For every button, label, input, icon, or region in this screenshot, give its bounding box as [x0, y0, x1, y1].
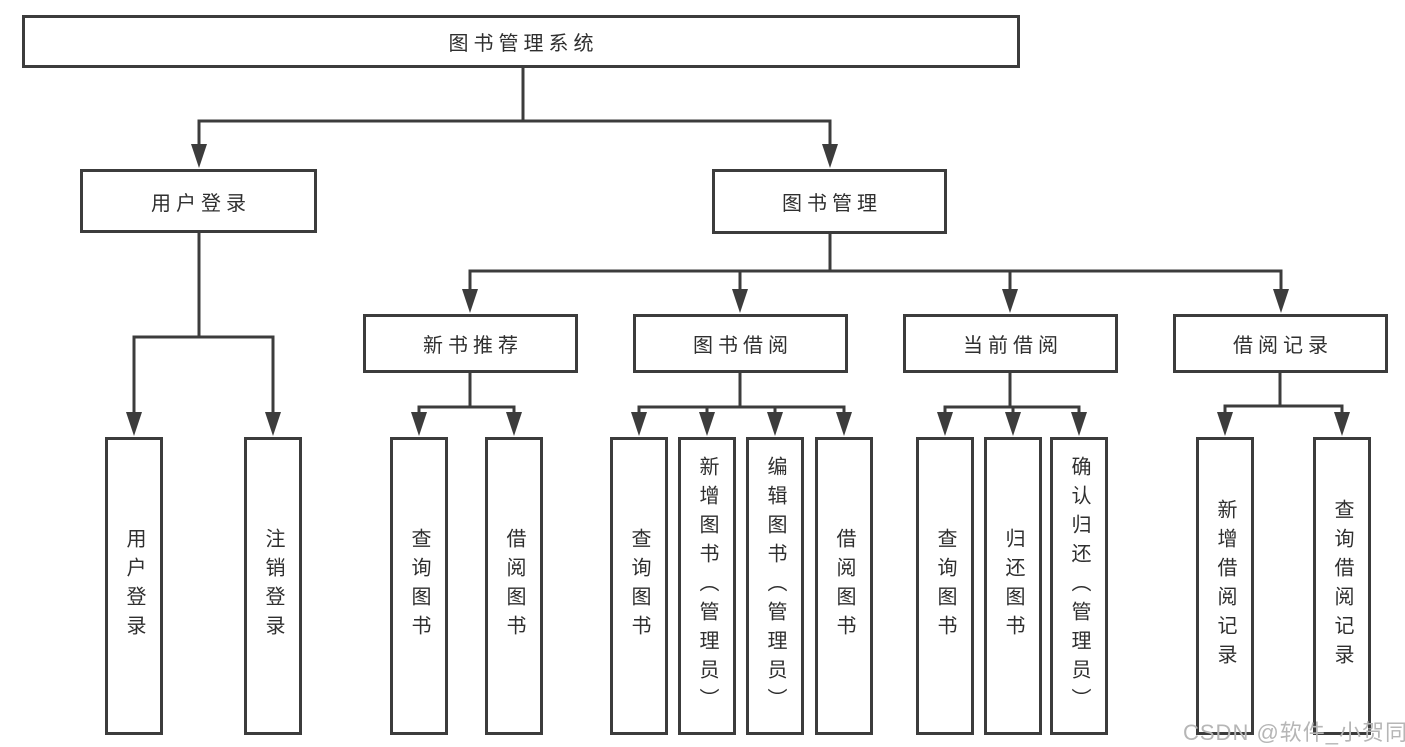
- arrowhead: [1005, 412, 1021, 436]
- leaf-user-login-label: 用户登录: [123, 528, 145, 644]
- leaf-logout: 注销登录: [244, 437, 302, 735]
- leaf-logout-label: 注销登录: [262, 528, 284, 644]
- arrowhead: [1334, 412, 1350, 436]
- arrowhead: [462, 289, 478, 313]
- arrowhead: [699, 412, 715, 436]
- arrowheads: [126, 144, 1350, 436]
- leaf-query-books-2: 查询图书: [610, 437, 668, 735]
- leaf-query-books-1: 查询图书: [390, 437, 448, 735]
- arrowhead: [1217, 412, 1233, 436]
- leaf-query-borrow-record-label: 查询借阅记录: [1331, 499, 1353, 673]
- arrowhead: [631, 412, 647, 436]
- leaf-query-books-2-label: 查询图书: [628, 528, 650, 644]
- leaf-query-borrow-record: 查询借阅记录: [1313, 437, 1371, 735]
- leaf-add-book-admin-label: 新增图书（管理员）: [696, 455, 718, 717]
- leaf-borrow-books-1-label: 借阅图书: [503, 528, 525, 644]
- leaf-return-book: 归还图书: [984, 437, 1042, 735]
- connector-book-borrow-to-leaves: [637, 373, 846, 418]
- node-root: 图书管理系统: [22, 15, 1020, 68]
- node-user-login: 用户登录: [80, 169, 317, 233]
- leaf-add-borrow-record: 新增借阅记录: [1196, 437, 1254, 735]
- connector-borrow-records-to-leaves: [1223, 373, 1344, 418]
- leaf-confirm-return-admin: 确认归还（管理员）: [1050, 437, 1108, 735]
- connector-book-mgmt-to-level3: [468, 234, 1283, 295]
- node-book-borrowing: 图书借阅: [633, 314, 848, 373]
- leaf-return-book-label: 归还图书: [1002, 528, 1024, 644]
- leaf-add-borrow-record-label: 新增借阅记录: [1214, 499, 1236, 673]
- leaf-edit-book-admin: 编辑图书（管理员）: [746, 437, 804, 735]
- arrowhead: [1273, 289, 1289, 313]
- leaf-confirm-return-admin-label: 确认归还（管理员）: [1068, 455, 1090, 717]
- arrowhead: [937, 412, 953, 436]
- leaf-add-book-admin: 新增图书（管理员）: [678, 437, 736, 735]
- arrowhead: [767, 412, 783, 436]
- arrowhead: [836, 412, 852, 436]
- leaf-query-books-3: 查询图书: [916, 437, 974, 735]
- arrowhead: [822, 144, 838, 168]
- arrowhead: [732, 289, 748, 313]
- connector-root-to-level2: [197, 68, 832, 150]
- leaf-borrow-books-2-label: 借阅图书: [833, 528, 855, 644]
- node-borrow-records: 借阅记录: [1173, 314, 1388, 373]
- leaf-edit-book-admin-label: 编辑图书（管理员）: [764, 455, 786, 717]
- connector-user-login-to-leaves: [132, 233, 275, 418]
- leaf-query-books-3-label: 查询图书: [934, 528, 956, 644]
- connector-new-books-to-leaves: [417, 373, 516, 418]
- leaf-borrow-books-2: 借阅图书: [815, 437, 873, 735]
- arrowhead: [506, 412, 522, 436]
- leaf-query-books-1-label: 查询图书: [408, 528, 430, 644]
- arrowhead: [126, 412, 142, 436]
- arrowhead: [1071, 412, 1087, 436]
- watermark-text: CSDN @软件_小贺同学: [1183, 720, 1405, 745]
- node-current-borrowing: 当前借阅: [903, 314, 1118, 373]
- node-book-management: 图书管理: [712, 169, 947, 234]
- arrowhead: [265, 412, 281, 436]
- arrowhead: [1002, 289, 1018, 313]
- connector-current-borrow-to-leaves: [943, 373, 1081, 418]
- node-new-book-recommend: 新书推荐: [363, 314, 578, 373]
- leaf-borrow-books-1: 借阅图书: [485, 437, 543, 735]
- arrowhead: [411, 412, 427, 436]
- leaf-user-login: 用户登录: [105, 437, 163, 735]
- arrowhead: [191, 144, 207, 168]
